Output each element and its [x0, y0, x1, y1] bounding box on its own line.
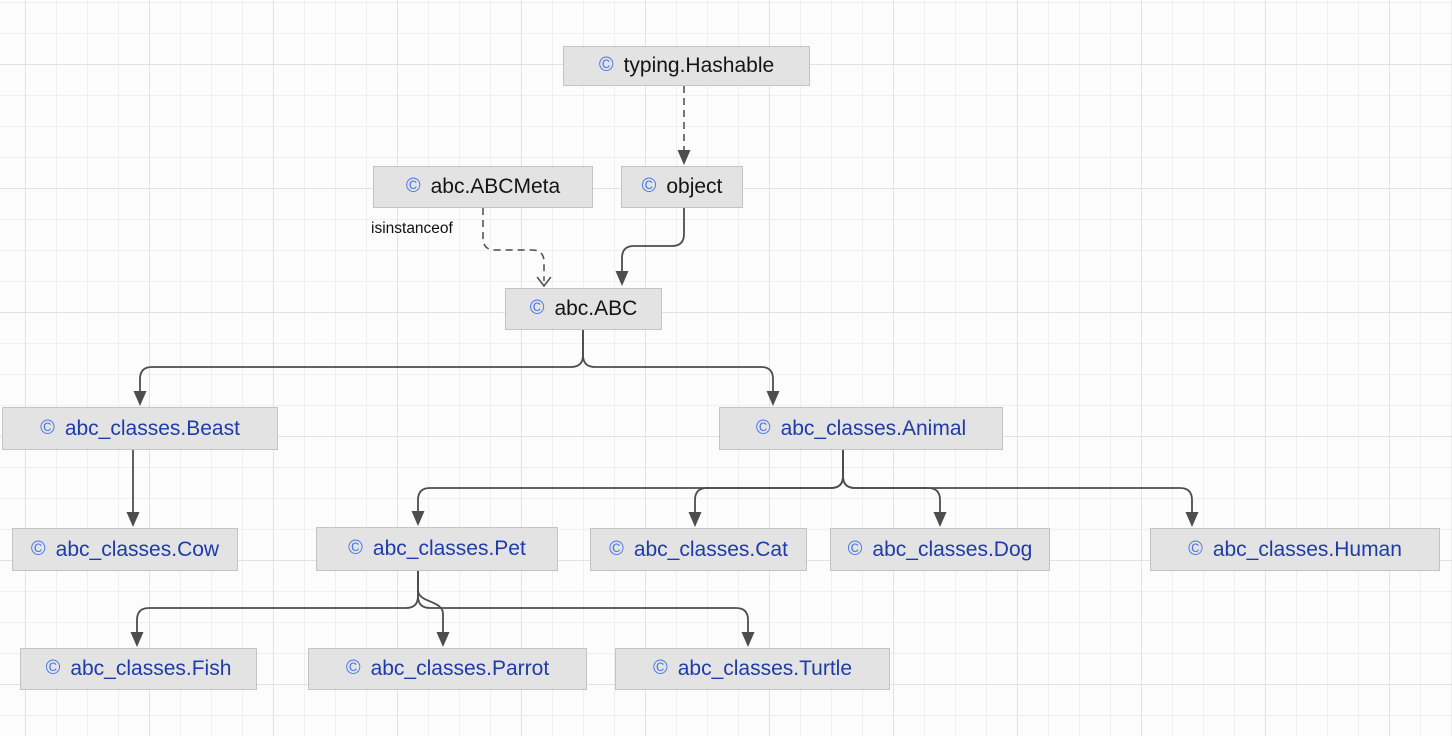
node-abc-classes-turtle[interactable]: © abc_classes.Turtle: [615, 648, 890, 690]
node-abc-abc[interactable]: © abc.ABC: [505, 288, 662, 330]
class-icon: ©: [641, 175, 657, 197]
node-abc-classes-pet[interactable]: © abc_classes.Pet: [316, 527, 558, 571]
arrowhead-abc: [615, 271, 629, 286]
arrowhead-fish: [130, 632, 144, 647]
edge-abc-animal: [582, 330, 774, 392]
node-abc-classes-cow[interactable]: © abc_classes.Cow: [12, 528, 238, 571]
class-icon: ©: [345, 657, 361, 679]
node-label: typing.Hashable: [623, 54, 775, 77]
node-label: abc_classes.Dog: [872, 537, 1033, 561]
class-icon: ©: [1188, 537, 1203, 560]
edge-animal-cat: [694, 450, 844, 513]
edge-animal-human: [842, 450, 1193, 513]
arrowhead-turtle: [741, 632, 755, 647]
node-label: abc_classes.Cat: [633, 537, 788, 561]
node-label: object: [666, 175, 723, 198]
class-icon: ©: [755, 416, 771, 439]
arrowhead-human: [1185, 512, 1199, 527]
node-label: abc_classes.Turtle: [677, 657, 853, 680]
arrowhead-object: [677, 150, 691, 165]
class-icon: ©: [609, 537, 624, 560]
node-abc-classes-human[interactable]: © abc_classes.Human: [1150, 528, 1440, 571]
class-icon: ©: [847, 537, 863, 560]
node-abc-classes-dog[interactable]: © abc_classes.Dog: [830, 528, 1050, 571]
class-icon: ©: [598, 54, 614, 76]
node-label: abc_classes.Fish: [70, 657, 232, 680]
edge-pet-fish: [136, 571, 419, 633]
node-abc-classes-cat[interactable]: © abc_classes.Cat: [590, 528, 807, 571]
class-icon: ©: [529, 297, 545, 319]
edge-label-isinstanceof: isinstanceof: [371, 220, 453, 237]
node-label: abc_classes.Human: [1212, 537, 1402, 561]
node-typing-hashable[interactable]: © typing.Hashable: [563, 46, 810, 86]
node-abc-classes-beast[interactable]: © abc_classes.Beast: [2, 407, 278, 450]
node-object[interactable]: © object: [621, 166, 743, 208]
open-arrowhead-abc: [536, 276, 552, 288]
edge-animal-dog: [842, 450, 941, 513]
node-label: abc_classes.Pet: [372, 537, 526, 560]
class-icon: ©: [348, 537, 363, 559]
arrowhead-dog: [933, 512, 947, 527]
node-abc-abcmeta[interactable]: © abc.ABCMeta: [373, 166, 593, 208]
node-label: abc_classes.Parrot: [370, 657, 550, 680]
edge-animal-pet: [417, 450, 844, 512]
node-label: abc_classes.Beast: [64, 416, 240, 440]
arrowhead-animal: [766, 391, 780, 406]
node-abc-classes-animal[interactable]: © abc_classes.Animal: [719, 407, 1003, 450]
edge-abc-beast: [139, 330, 584, 392]
arrowhead-cat: [688, 512, 702, 527]
edge-pet-parrot: [417, 571, 444, 633]
edge-pet-turtle: [417, 571, 749, 633]
edge-abcmeta-abc: [482, 208, 545, 281]
arrowhead-parrot: [436, 632, 450, 647]
arrowhead-cow: [126, 512, 140, 527]
class-icon: ©: [652, 657, 668, 679]
arrowhead-beast: [133, 391, 147, 406]
node-label: abc_classes.Animal: [780, 416, 967, 440]
class-icon: ©: [40, 416, 55, 439]
arrowhead-pet: [411, 511, 425, 526]
class-icon: ©: [30, 537, 46, 560]
node-label: abc_classes.Cow: [55, 537, 220, 561]
edge-object-abc: [621, 208, 685, 271]
class-icon: ©: [405, 175, 421, 197]
node-label: abc.ABC: [554, 297, 638, 320]
node-label: abc.ABCMeta: [430, 175, 561, 198]
node-abc-classes-fish[interactable]: © abc_classes.Fish: [20, 648, 257, 690]
node-abc-classes-parrot[interactable]: © abc_classes.Parrot: [308, 648, 587, 690]
class-icon: ©: [45, 657, 61, 679]
